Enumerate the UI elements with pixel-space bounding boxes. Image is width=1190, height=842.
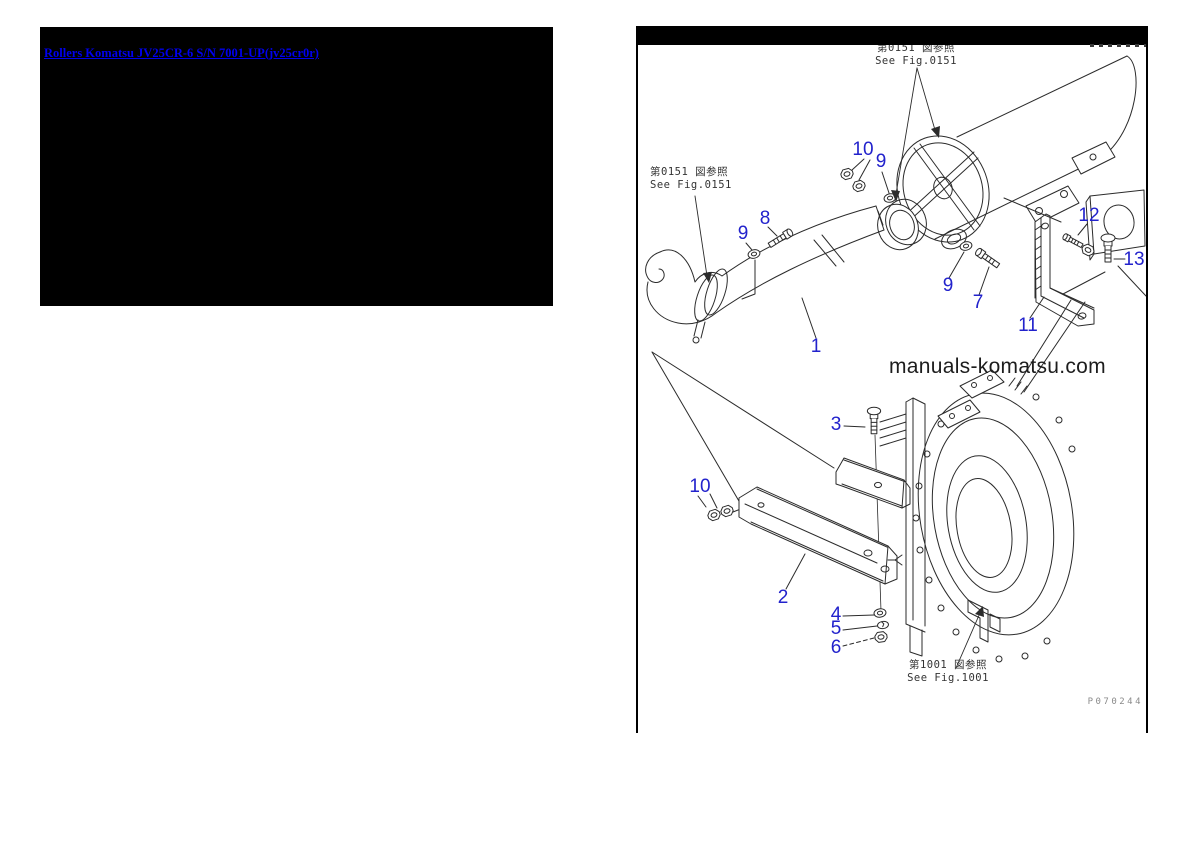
callout-10-a: 10	[852, 139, 874, 160]
reference-arrows	[695, 68, 984, 668]
callout-7: 7	[972, 292, 984, 313]
callout-8: 8	[759, 208, 771, 229]
bolt-part-12	[1061, 224, 1097, 258]
callout-11: 11	[1018, 315, 1038, 336]
ref-fig-0151-top: 第0151 図参照 See Fig.0151	[875, 42, 957, 68]
parts-diagram-panel: 第0151 図参照 See Fig.0151 第0151 図参照 See Fig…	[636, 26, 1148, 733]
alignment-lines	[652, 266, 1146, 508]
ref-fig-1001-bottom: 第1001 図参照 See Fig.1001	[907, 659, 989, 685]
callout-12: 12	[1078, 205, 1100, 226]
catalog-link[interactable]: Rollers Komatsu JV25CR-6 S/N 7001-UP(jv2…	[44, 46, 319, 60]
bolt-part-8	[766, 227, 795, 250]
top-right-tick-marks	[1090, 44, 1146, 47]
flywheel-housing	[900, 370, 1092, 662]
muffler	[882, 56, 1145, 260]
exhaust-clamp	[871, 194, 932, 256]
ref-fig-0151-left: 第0151 図参照 See Fig.0151	[650, 166, 732, 192]
bracket-part-2	[739, 487, 897, 589]
exhaust-pipe-part-1	[646, 206, 884, 343]
washer-part-9-mid	[949, 239, 974, 278]
plate-code: P070244	[1087, 697, 1143, 707]
housing-bolt-holes	[913, 394, 1075, 662]
ref-jp-label: 第1001 図参照	[908, 659, 988, 671]
ref-en-label: See Fig.0151	[650, 179, 732, 191]
parts-line-art	[638, 26, 1146, 733]
washers-parts-4-5-6	[843, 607, 890, 646]
callout-9-b: 9	[737, 223, 749, 244]
callout-13: 13	[1123, 249, 1145, 270]
diagram-top-bar	[638, 26, 1146, 45]
bolt-part-3	[844, 406, 881, 611]
ref-jp-label: 第0151 図参照	[650, 166, 729, 178]
callout-3: 3	[830, 414, 842, 435]
callout-1: 1	[810, 336, 822, 357]
callout-9-c: 9	[942, 275, 954, 296]
upper-mount-bracket	[836, 458, 910, 508]
engine-frame	[880, 398, 925, 656]
callout-4: 4	[830, 604, 842, 625]
callout-2: 2	[777, 587, 789, 608]
callout-5: 5	[830, 618, 842, 639]
callout-6: 6	[830, 637, 842, 658]
watermark: manuals-komatsu.com	[889, 355, 1106, 378]
header-banner: Rollers Komatsu JV25CR-6 S/N 7001-UP(jv2…	[40, 27, 553, 306]
ref-jp-label: 第0151 図参照	[876, 42, 956, 54]
ref-en-label: See Fig.1001	[907, 672, 989, 684]
bolt-part-7	[973, 246, 1001, 295]
leader-part-1	[802, 298, 816, 338]
callout-9-a: 9	[875, 151, 887, 172]
bolt-part-13	[1063, 233, 1125, 294]
washer-part-9-upper	[882, 172, 898, 204]
washer-part-9-pipe	[742, 243, 762, 299]
ref-en-label: See Fig.0151	[875, 55, 957, 67]
callout-10-b: 10	[689, 476, 711, 497]
mount-bracket-part-11	[1004, 198, 1094, 326]
nut-part-10-upper	[839, 159, 870, 193]
